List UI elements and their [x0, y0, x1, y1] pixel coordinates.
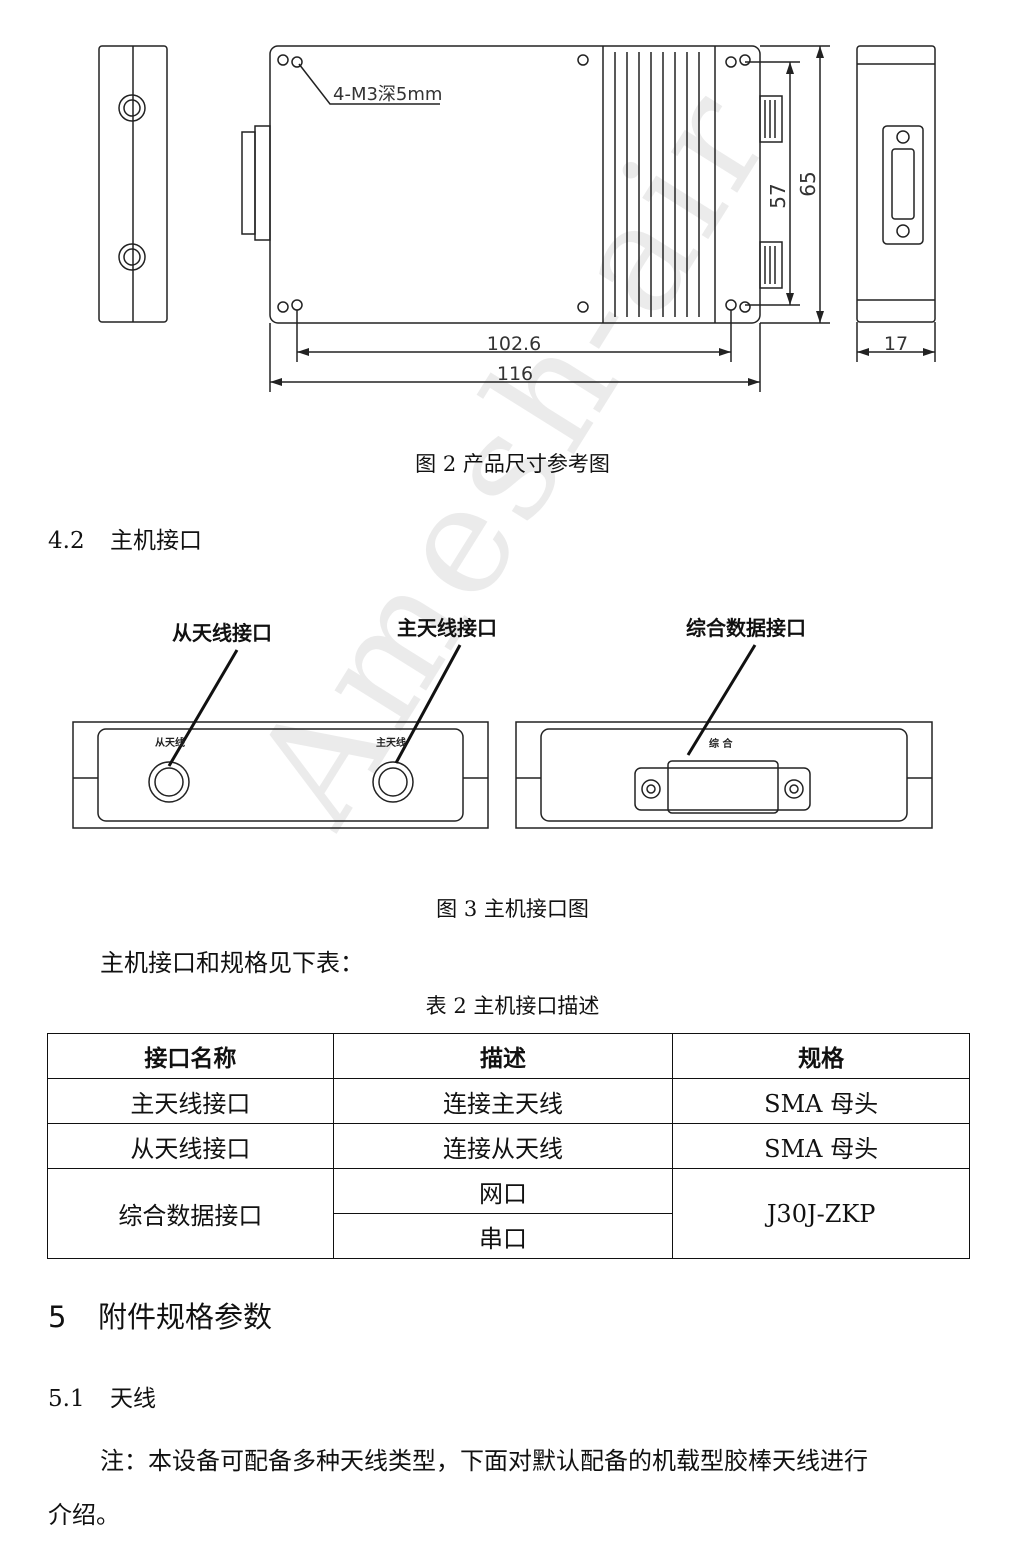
note-line-1: 注：本设备可配备多种天线类型，下面对默认配备的机载型胶棒天线进行 [100, 1447, 868, 1475]
header-name: 接口名称 [47, 1033, 334, 1079]
section-number: 4.2 [48, 528, 85, 554]
cell-desc: 连接从天线 [332, 1123, 674, 1169]
cell-name: 主天线接口 [47, 1078, 334, 1124]
cell-spec: J30J-ZKP [672, 1168, 970, 1259]
section-title: 天线 [110, 1386, 156, 1412]
cell-desc: 连接主天线 [332, 1078, 674, 1124]
panel-label-main: 主天线 [376, 736, 406, 749]
panel-label-secondary: 从天线 [155, 736, 185, 749]
cell-name: 从天线接口 [47, 1123, 334, 1169]
note-line-2: 介绍。 [48, 1501, 120, 1529]
section-5-heading: 5 附件规格参数 [48, 1294, 272, 1336]
interface-drawing: 从天线 主天线 综 合 [72, 644, 933, 829]
section-5-1-heading: 5.1 天线 [48, 1379, 156, 1413]
callout-main-antenna: 主天线接口 [397, 616, 497, 640]
intro-paragraph: 主机接口和规格见下表： [100, 949, 364, 977]
cell-name: 综合数据接口 [47, 1168, 334, 1259]
dim-65: 65 [796, 171, 820, 196]
section-number: 5 [48, 1300, 67, 1334]
section-4-2-heading: 4.2 主机接口 [48, 521, 202, 555]
section-number: 5.1 [48, 1386, 85, 1412]
cell-desc: 串口 [332, 1213, 674, 1259]
dim-116: 116 [497, 363, 533, 385]
header-desc: 描述 [332, 1033, 674, 1079]
table-row: 主天线接口 连接主天线 SMA 母头 [47, 1078, 970, 1124]
dimension-drawing: 4-M3深5mm 57 65 102.6 116 17 [98, 45, 936, 392]
header-spec: 规格 [672, 1033, 970, 1079]
section-title: 附件规格参数 [98, 1300, 273, 1334]
dim-102-6: 102.6 [487, 333, 541, 355]
figure3-caption: 图 3 主机接口图 [436, 897, 589, 921]
cell-spec: SMA 母头 [672, 1078, 970, 1124]
holes-annotation: 4-M3深5mm [333, 84, 442, 105]
table-row: 串口 [48, 1213, 970, 1259]
table2-caption: 表 2 主机接口描述 [425, 994, 600, 1018]
callout-data-port: 综合数据接口 [686, 616, 806, 640]
table-row: 从天线接口 连接从天线 SMA 母头 [47, 1123, 970, 1169]
dim-57: 57 [766, 183, 790, 208]
callout-secondary-antenna: 从天线接口 [172, 621, 272, 645]
panel-label-data: 综 合 [709, 737, 733, 750]
figure2-caption: 图 2 产品尺寸参考图 [415, 452, 610, 476]
cell-desc: 网口 [332, 1168, 674, 1214]
cell-spec: SMA 母头 [672, 1123, 970, 1169]
section-title: 主机接口 [110, 528, 202, 554]
dim-17: 17 [884, 333, 908, 355]
table-header-row: 接口名称 描述 规格 [47, 1033, 970, 1079]
interface-table: 接口名称 描述 规格 主天线接口 连接主天线 SMA 母头 从天线接口 连接从天… [47, 1033, 970, 1259]
table-row: 综合数据接口 网口 J30J-ZKP [47, 1168, 970, 1259]
